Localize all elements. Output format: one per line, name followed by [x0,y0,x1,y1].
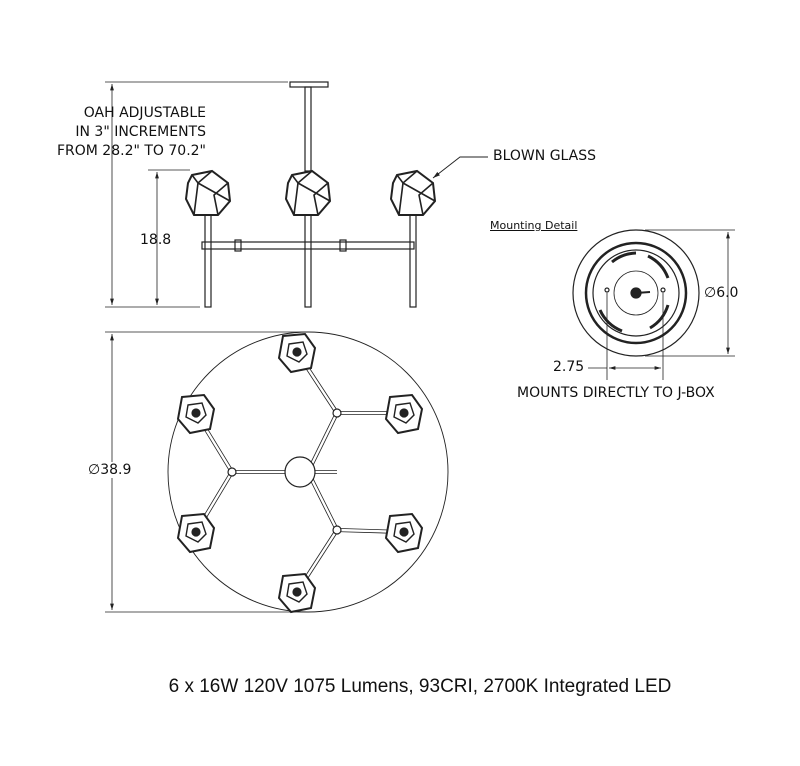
height-label: 18.8 [140,232,172,248]
mounting-detail-title: Mounting Detail [490,219,578,232]
overall-diameter-label: ∅38.9 [88,462,132,478]
glass-globe [390,170,436,216]
crossbar [201,241,415,250]
glass-globe-top [385,394,423,434]
oah-line-2: IN 3" INCREMENTS [75,124,206,140]
glass-globe-top [278,573,316,613]
downrod [304,86,312,172]
glass-globe-top [177,513,215,553]
glass-globe-top [385,513,423,553]
canopy-diameter-label: ∅6.0 [704,285,739,301]
hub [284,456,316,488]
glass-globe [285,170,331,216]
stem [204,211,212,308]
side-elevation [105,81,488,308]
mount-note: MOUNTS DIRECTLY TO J-BOX [517,385,715,401]
stem [409,211,417,308]
canopy-plate [289,81,329,88]
oah-line-3: FROM 28.2" TO 70.2" [56,143,206,159]
leader-line [432,156,488,179]
oah-line-1: OAH ADJUSTABLE [83,105,206,121]
mount-spacing-label: 2.75 [553,359,585,375]
spec-footer: 6 x 16W 120V 1075 Lumens, 93CRI, 2700K I… [168,676,672,697]
oah-note: OAH ADJUSTABLE IN 3" INCREMENTS FROM 28.… [30,104,206,161]
glass-globe-top [177,394,215,434]
plan-view [105,331,449,613]
stem [304,211,312,308]
mounting-detail [572,229,735,380]
blown-glass-label: BLOWN GLASS [493,148,597,164]
glass-globe-top [278,333,316,373]
glass-globe [185,170,231,216]
